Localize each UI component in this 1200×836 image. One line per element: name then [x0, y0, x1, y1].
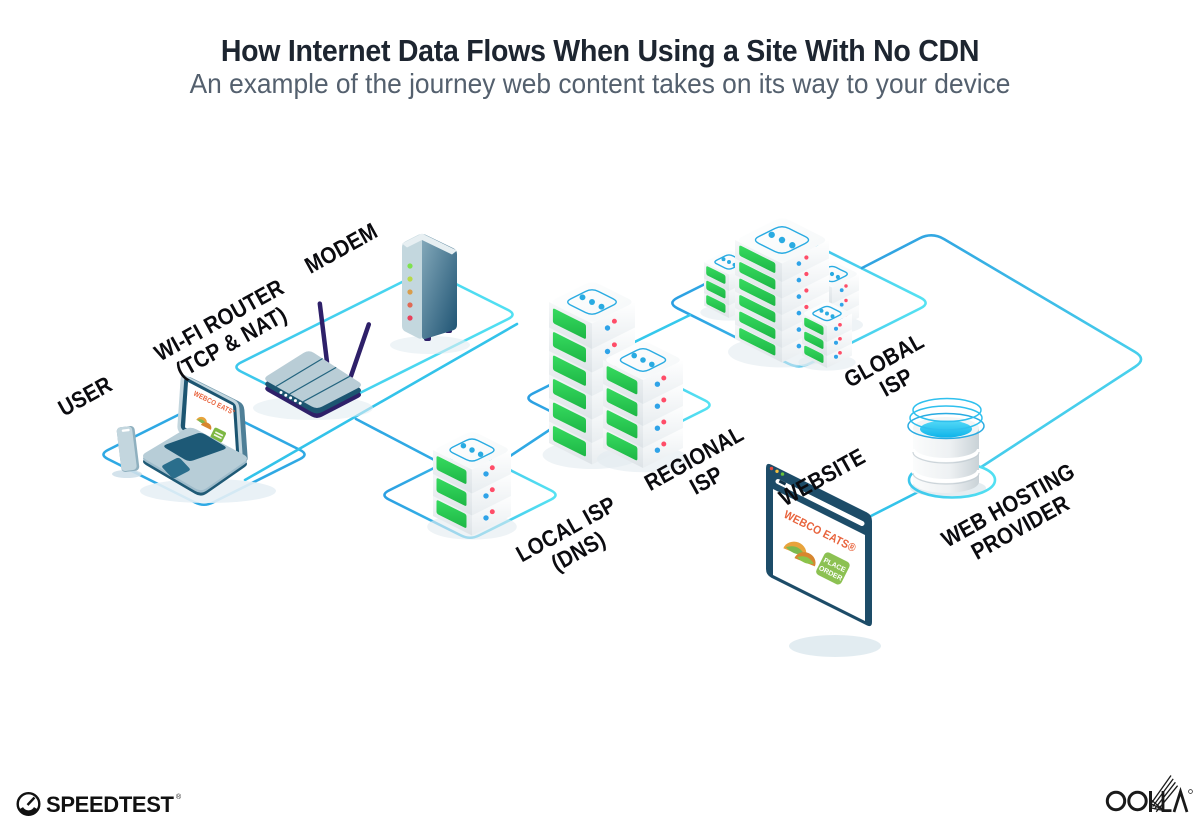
svg-text:®: ® — [176, 793, 182, 801]
svg-text:MODEM: MODEM — [300, 217, 382, 278]
svg-text:SPEEDTEST: SPEEDTEST — [46, 792, 175, 817]
svg-text:USER: USER — [54, 371, 117, 422]
